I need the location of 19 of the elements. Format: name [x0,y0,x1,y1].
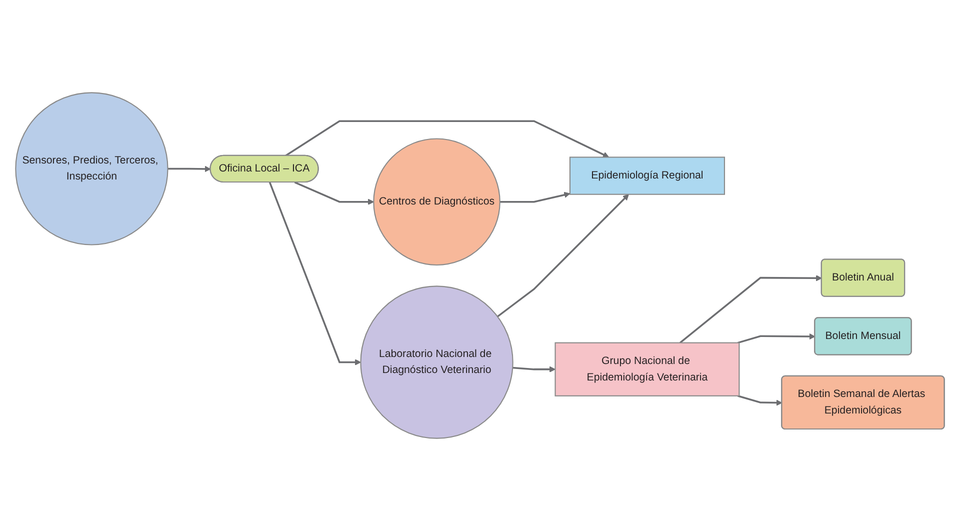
ellipse-node: Laboratorio Nacional de Diagnóstico Veterinario [360,285,514,438]
arrow [168,165,211,172]
arrow [497,194,629,317]
arrow [294,181,374,204]
arrow [500,191,570,202]
arrow [285,120,610,158]
arrow [738,332,816,344]
arrow [512,366,556,372]
process-box: Grupo Nacional de Epidemiología Veterinaria [554,342,740,396]
rounded-box: Boletin Semanal de Alertas Epidemiológicas [781,374,945,430]
rounded-box: Boletin Anual [820,258,906,296]
ellipse-node: Sensores, Predios, Terceros, Inspección [15,92,168,245]
process-box: Epidemiología Regional [569,156,726,194]
circle-node: Centros de Diagnósticos [373,138,500,266]
rounded-box: Boletin Mensual [814,316,912,355]
arrow [738,394,782,406]
arrow [679,274,822,343]
rounded-node: Oficina Local – ICA [210,154,319,182]
arrow [268,182,361,365]
